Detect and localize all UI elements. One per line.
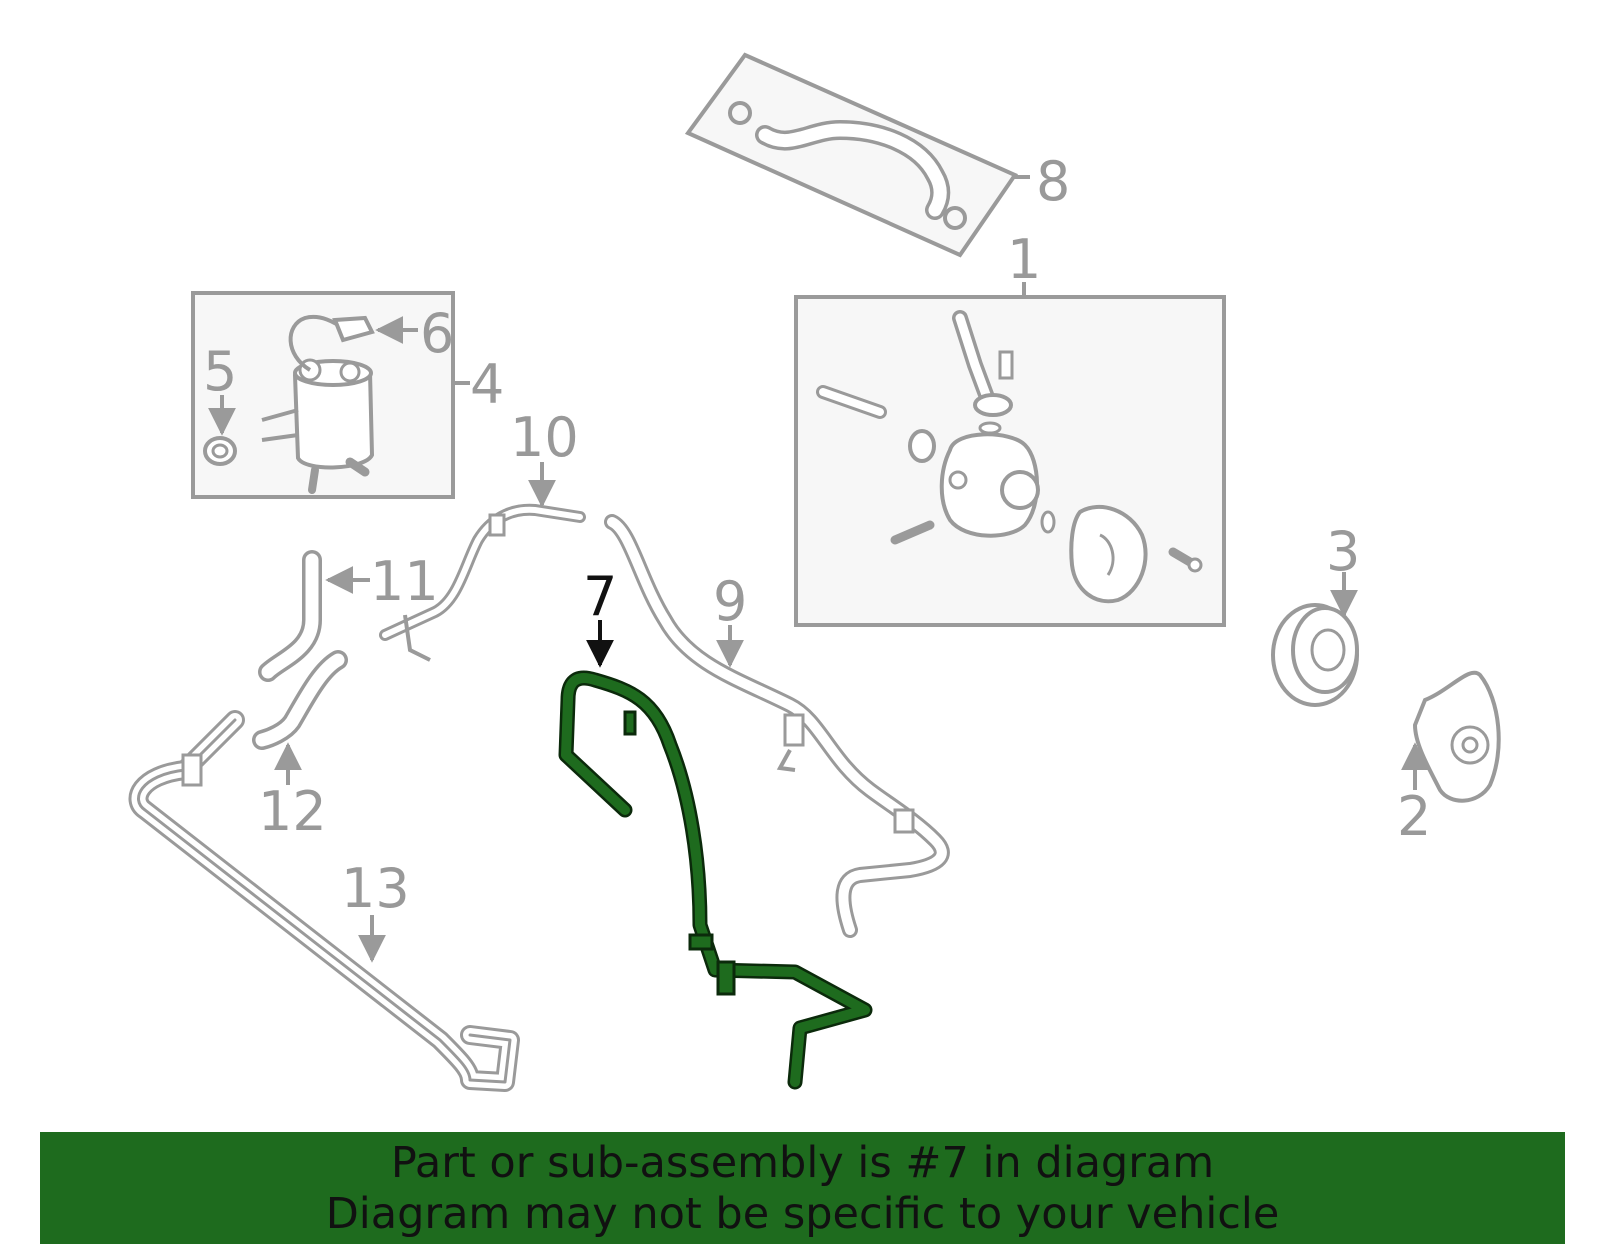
banner-line-1: Part or sub-assembly is #7 in diagram [390,1138,1215,1188]
callout-6: 6 [420,302,454,365]
callout-12: 12 [258,780,327,843]
info-banner: Part or sub-assembly is #7 in diagram Di… [40,1132,1565,1244]
callout-7: 7 [583,565,617,628]
part-8-box [684,52,1019,258]
part-4-reservoir-assembly [191,291,470,499]
part-8-hose-kit [684,52,1030,258]
callout-8: 8 [1036,150,1070,213]
part-11-hose [258,550,370,682]
callout-2: 2 [1397,785,1431,848]
part-3-pulley [1271,572,1359,707]
callout-5: 5 [203,340,237,403]
callout-9: 9 [713,570,747,633]
part-7-pressure-hose [558,620,873,1090]
part-10-line [379,462,586,662]
callout-11: 11 [370,550,439,613]
part-12-hose [252,650,348,785]
part-2-bracket [1401,670,1501,803]
callout-13: 13 [341,857,410,920]
part-1-pump-assembly [794,282,1226,627]
callout-3: 3 [1326,520,1360,583]
callout-1: 1 [1007,228,1041,291]
banner-line-2: Diagram may not be specific to your vehi… [325,1189,1280,1239]
callout-4: 4 [470,353,504,416]
part-13-cooler [128,710,520,1092]
callout-10: 10 [510,406,579,469]
part-9-line [604,514,950,938]
